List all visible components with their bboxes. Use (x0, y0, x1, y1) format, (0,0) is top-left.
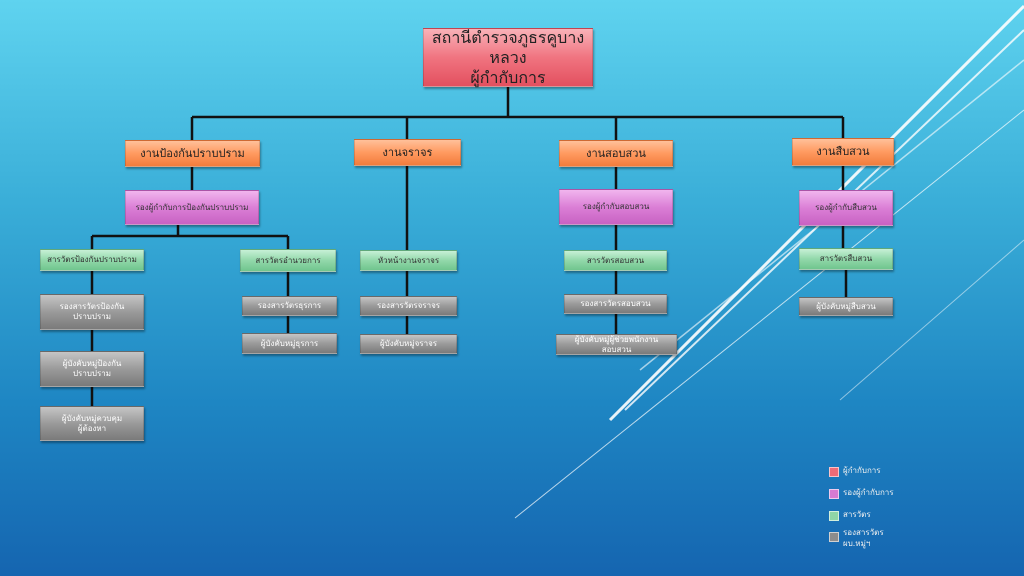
node-squad-leader-detainee-control: ผู้บังคับหมู่ควบคุม ผู้ต้องหา (40, 406, 144, 441)
node-inspector-investigation: สารวัตรสอบสวน (564, 250, 667, 271)
node-deputy-inspector-crime-prevention: รองสารวัตรป้องกัน ปราบปราม (40, 294, 144, 330)
node-station-commander: สถานีตำรวจภูธรคูบางหลวง ผู้กำกับการ (423, 28, 593, 87)
node-deputy-investigation: รองผู้กำกับสอบสวน (559, 189, 673, 225)
node-deputy-detective: รองผู้กำกับสืบสวน (799, 190, 893, 226)
node-dept-crime-prevention: งานป้องกันปราบปราม (125, 140, 260, 167)
node-deputy-inspector-investigation: รองสารวัตรสอบสวน (564, 294, 667, 314)
node-squad-leader-admin: ผู้บังคับหมู่ธุรการ (242, 333, 337, 354)
node-dept-detective: งานสืบสวน (792, 138, 894, 166)
legend-label-commander: ผู้กำกับการ (843, 466, 881, 475)
legend-label-inspector: สารวัตร (843, 510, 871, 519)
node-squad-leader-investigation-assistant: ผู้บังคับหมู่ผู้ช่วยพนักงานสอบสวน (556, 334, 677, 355)
node-squad-leader-detective: ผู้บังคับหมู่สืบสวน (799, 297, 893, 316)
node-squad-leader-crime-prevention: ผู้บังคับหมู่ป้องกัน ปราบปราม (40, 351, 144, 387)
legend-label-deputy: รองผู้กำกับการ (843, 488, 894, 497)
node-inspector-detective: สารวัตรสืบสวน (799, 248, 893, 270)
legend-swatch-staff (829, 532, 839, 542)
legend-swatch-inspector (829, 511, 839, 521)
node-inspector-administration: สารวัตรอำนวยการ (240, 249, 336, 272)
node-deputy-crime-prevention: รองผู้กำกับการป้องกันปราบปราม (125, 190, 259, 225)
node-inspector-traffic: หัวหน้างานจราจร (360, 250, 457, 271)
node-inspector-crime-prevention: สารวัตรป้องกันปราบปราม (40, 249, 144, 271)
node-deputy-inspector-admin: รองสารวัตรธุรการ (242, 296, 337, 316)
legend-swatch-commander (829, 467, 839, 477)
node-squad-leader-traffic: ผู้บังคับหมู่จราจร (360, 334, 457, 354)
node-dept-traffic: งานจราจร (354, 139, 461, 166)
legend-swatch-deputy (829, 489, 839, 499)
node-dept-investigation: งานสอบสวน (559, 140, 673, 167)
node-deputy-inspector-traffic: รองสารวัตรจราจร (360, 296, 457, 316)
legend-label-staff: รองสารวัตร ผบ.หมู่ฯ (843, 528, 884, 548)
